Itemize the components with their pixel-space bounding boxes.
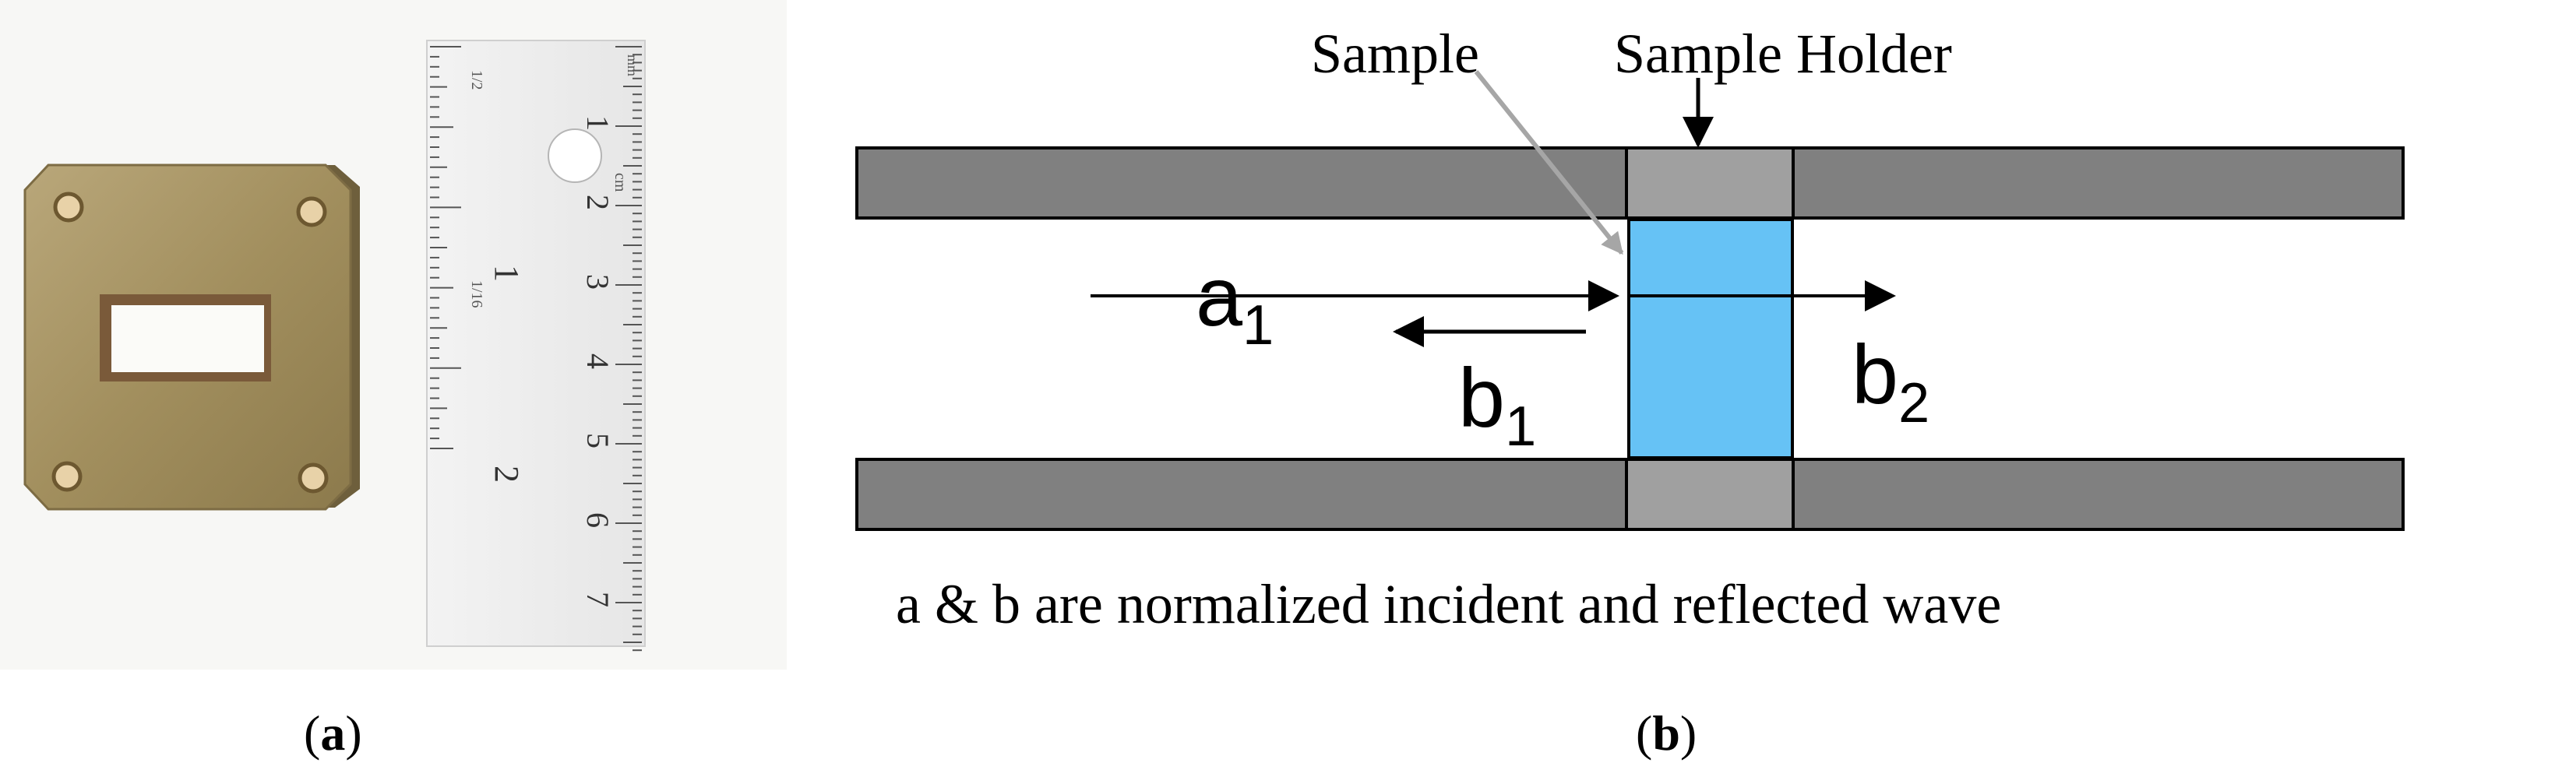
sample-holder-top: [1625, 146, 1795, 220]
sample-holder-label: Sample Holder: [1614, 23, 1952, 85]
ruler-cm-label: 5: [580, 433, 615, 448]
panel-a-photo: 1 2 1/2 1/16 cm mm 1 2 3 4 5 6 7: [0, 0, 787, 670]
ruler: 1 2 1/2 1/16 cm mm 1 2 3 4 5 6 7: [426, 40, 646, 652]
ruler-cm-label: 2: [580, 195, 615, 210]
panel-b-diagram: Sample Sample Holder a1 b1 b2 a & b are …: [855, 23, 2405, 635]
wave-a1-label: a1: [1196, 249, 1274, 357]
ruler-cm-labels: 1 2 3 4 5 6 7: [580, 115, 615, 607]
ruler-unit-label: mm: [625, 54, 640, 76]
ruler-cm-label: 4: [580, 353, 615, 369]
sample-label: Sample: [1311, 23, 1479, 85]
ruler-inch-sub-label: 1/16: [468, 280, 485, 308]
ruler-cm-label: 7: [580, 592, 615, 607]
ruler-inch-sub-label: 1/2: [468, 70, 485, 90]
ruler-cm-label: 1: [580, 115, 615, 131]
sample-holder-bottom: [1625, 458, 1795, 531]
ruler-cm-label: 3: [580, 274, 615, 290]
panel-b-label: (b): [1636, 705, 1697, 761]
ruler-inch-label: 1: [488, 265, 526, 282]
sample-block: [1627, 218, 1794, 459]
wave-b1-label: b1: [1458, 350, 1536, 458]
ruler-inch-ticks: [430, 46, 461, 449]
ruler-unit-label: cm: [611, 173, 629, 192]
sample-pointer-arrow: [1474, 70, 1624, 255]
ruler-cm-ticks: [615, 46, 642, 652]
diagram-caption: a & b are normalized incident and reflec…: [896, 573, 2001, 635]
ruler-cm-label: 6: [580, 512, 615, 528]
wave-b2-label: b2: [1852, 327, 1929, 434]
waveguide-flange: [23, 163, 360, 511]
panel-a-label: (a): [304, 705, 362, 761]
ruler-inch-label: 2: [488, 466, 526, 483]
